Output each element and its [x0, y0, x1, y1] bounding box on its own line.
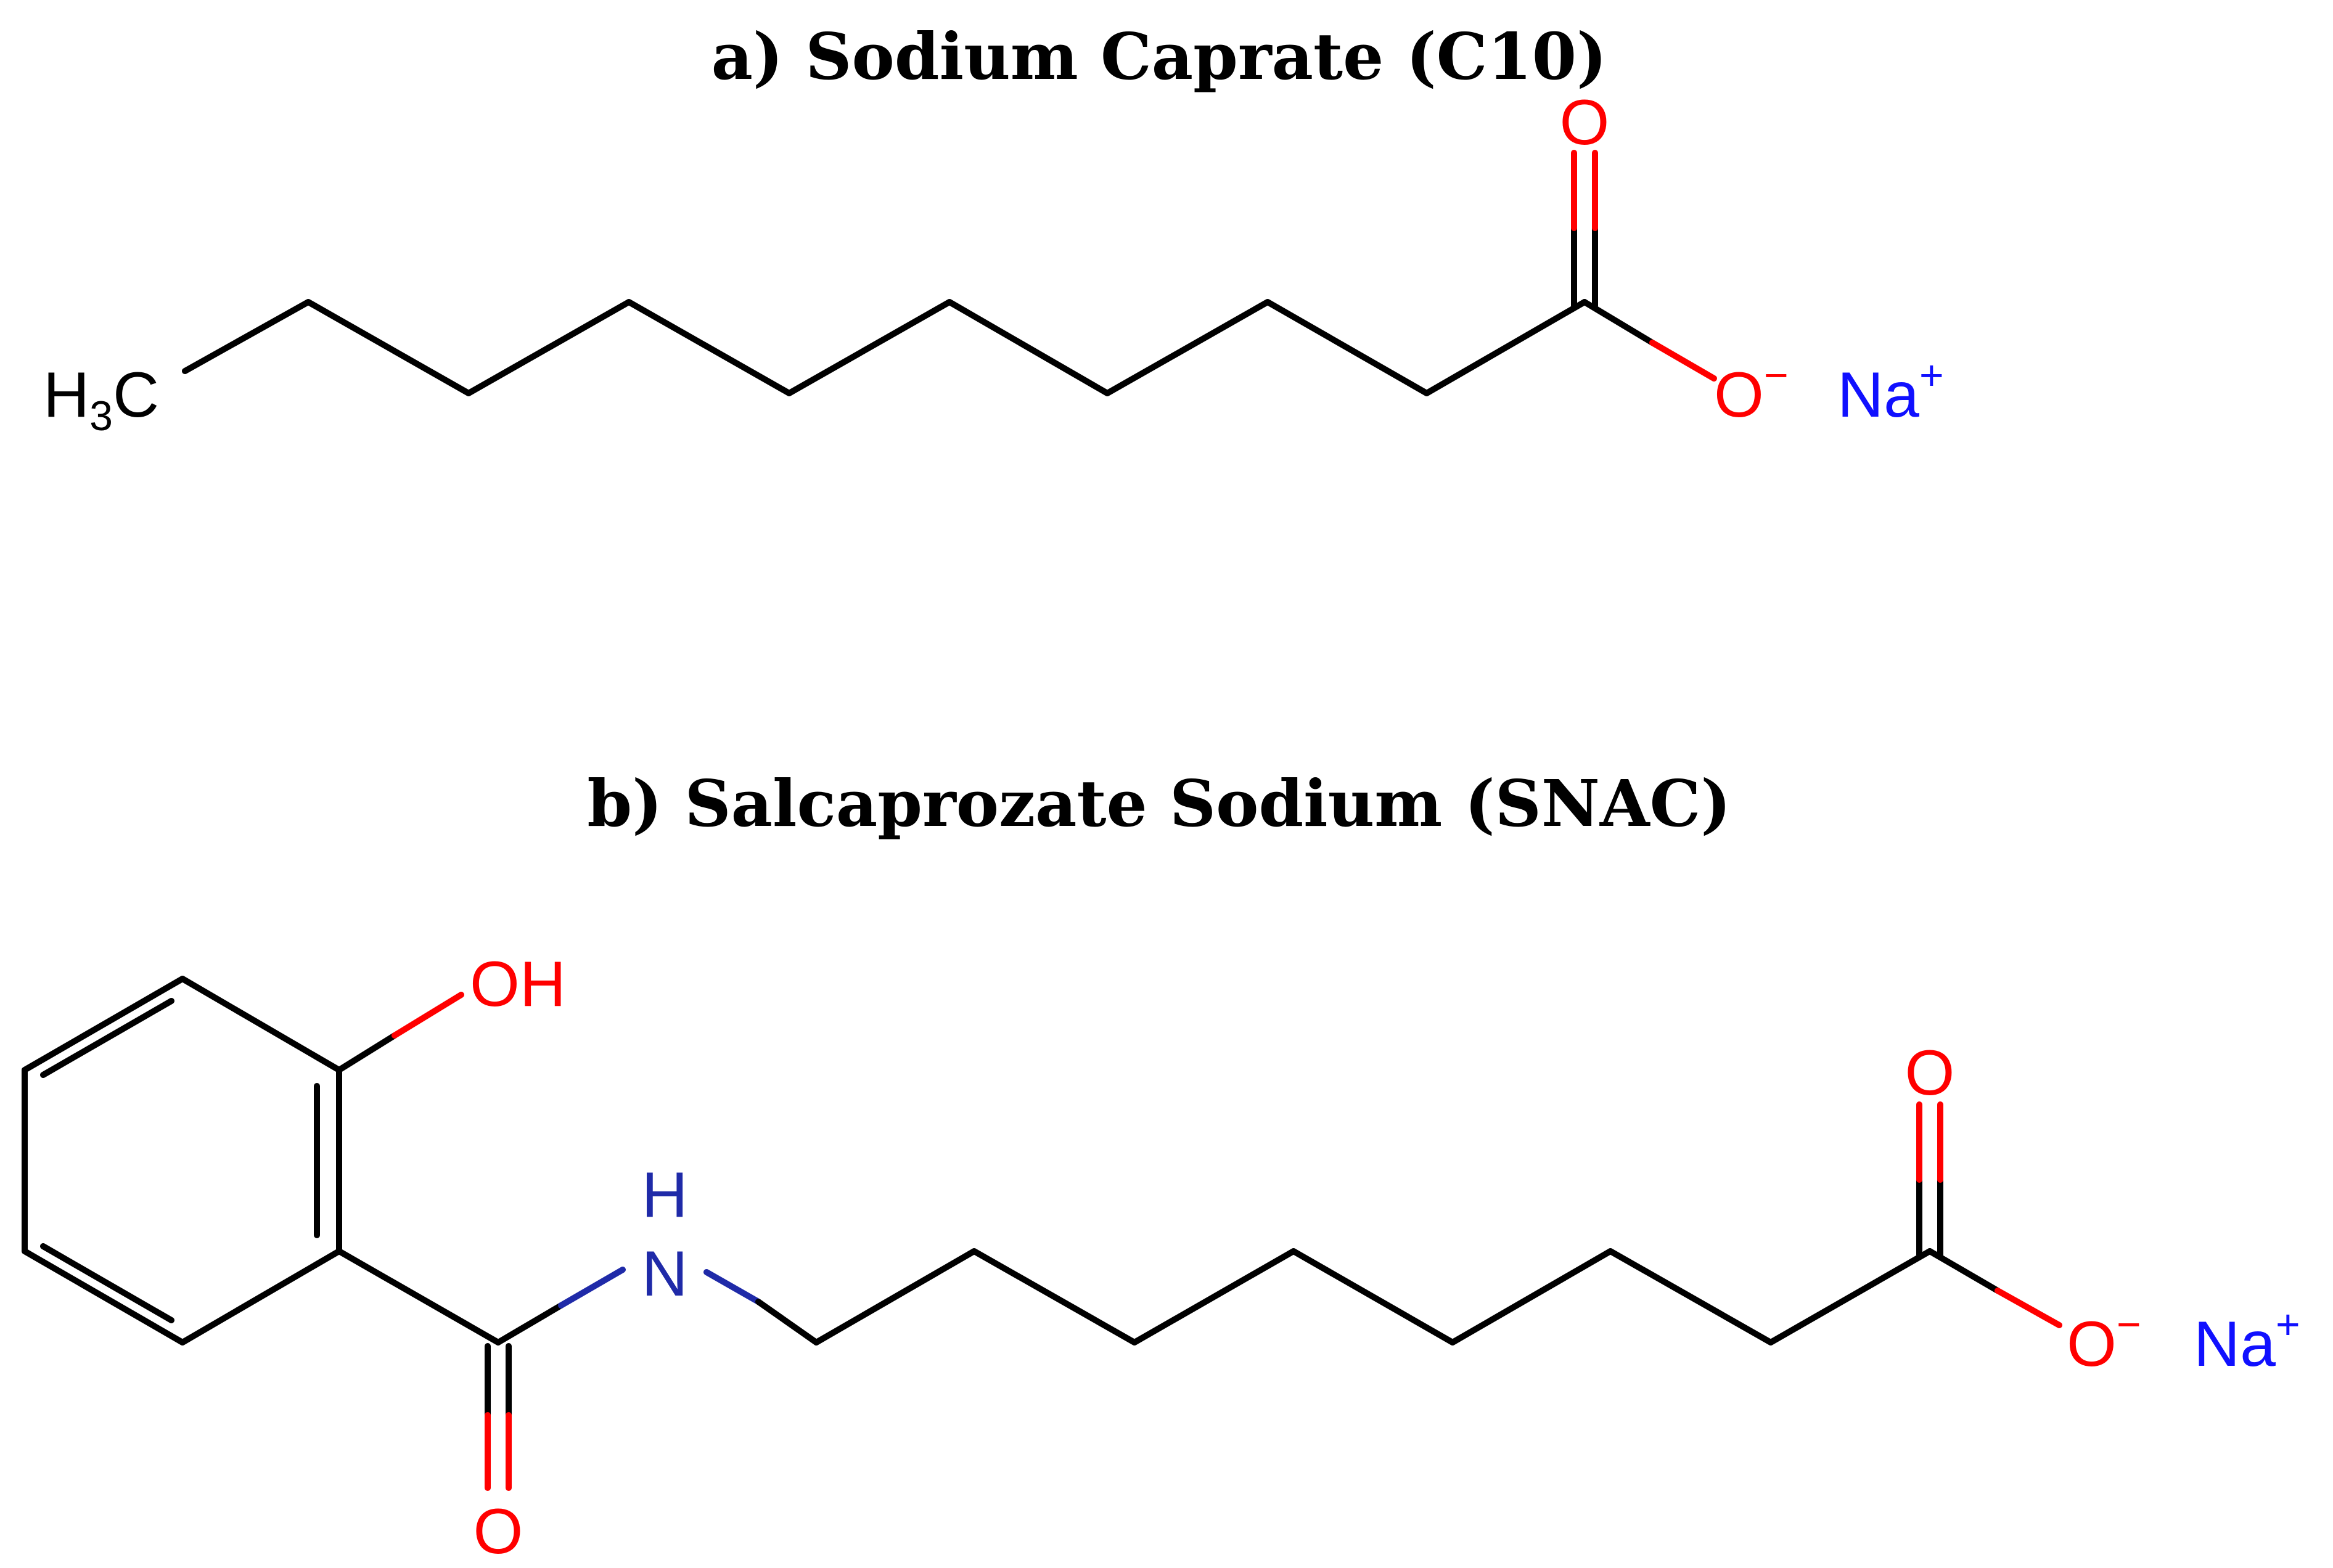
amide-nh-hydrogen: H — [641, 1159, 687, 1231]
amide-nitrogen-chain-bond — [703, 1269, 819, 1345]
benzene-inner-bond-2 — [40, 998, 174, 1078]
panel-b-title: b) Salcaprozate Sodium (SNAC) — [587, 766, 1731, 841]
caprate-carbonyl-oxygen: O — [1560, 87, 1610, 158]
caprate-anion-oxygen: O− — [1714, 352, 1789, 431]
snac-anion-oxygen: O− — [2067, 1301, 2141, 1380]
amide-carbonyl-double-bond — [485, 1343, 512, 1491]
panel-a-title: a) Sodium Caprate (C10) — [711, 18, 1607, 94]
snac-carboxylate-bond — [1927, 1248, 2062, 1328]
panel-b-snac: b) Salcaprozate Sodium (SNAC) OH O — [22, 766, 2300, 1567]
caprate-sodium-cation: Na+ — [1837, 352, 1944, 431]
caprate-methyl-label: H3C — [43, 359, 159, 439]
caprate-carboxylate-bond — [1581, 299, 1717, 382]
hydroxyl-label: OH — [470, 949, 566, 1020]
benzene-ring-bonds — [22, 976, 342, 1345]
benzene-inner-bond-3 — [40, 1243, 174, 1323]
caprate-chain-bonds — [182, 299, 1588, 396]
ring-to-amide-carbon-bond — [336, 1248, 501, 1345]
caprate-carbonyl-double-bond — [1571, 150, 1598, 309]
hydroxyl-bond — [336, 992, 464, 1073]
snac-carbon-chain — [813, 1248, 1933, 1345]
snac-carbonyl-oxygen: O — [1905, 1037, 1955, 1109]
snac-sodium-cation: Na+ — [2194, 1301, 2300, 1380]
panel-a-sodium-caprate: a) Sodium Caprate (C10) H3C O O− Na+ — [43, 18, 1944, 439]
snac-carbonyl-double-bond — [1916, 1101, 1943, 1258]
caprate-carbon-chain — [182, 299, 1588, 396]
amide-nitrogen-label: N — [641, 1238, 687, 1310]
amide-cn-bond — [495, 1267, 626, 1345]
benzene-ring — [22, 976, 342, 1345]
amide-oxygen-label: O — [474, 1496, 523, 1567]
